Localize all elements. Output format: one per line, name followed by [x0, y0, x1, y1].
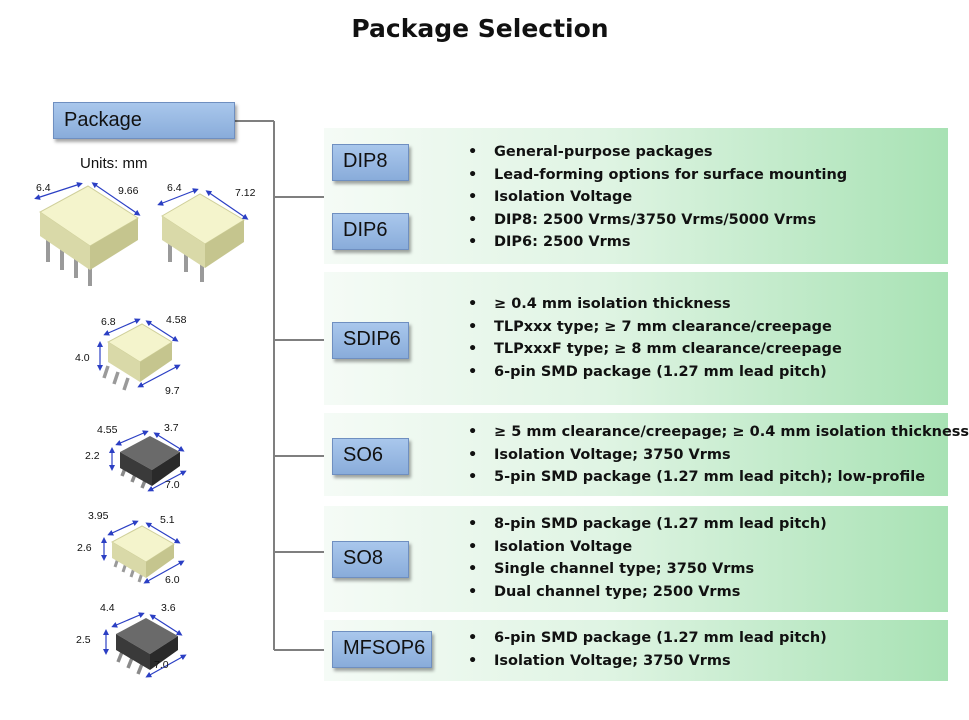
list-item: DIP6: 2500 Vrms — [468, 231, 847, 254]
dip6-dim-width: 6.4 — [167, 182, 182, 194]
list-item: 8-pin SMD package (1.27 mm lead pitch) — [468, 513, 827, 536]
mfsop6-dim-b: 3.6 — [161, 602, 176, 614]
list-item: General-purpose packages — [468, 141, 847, 164]
so8-dim-d: 6.0 — [165, 574, 180, 586]
list-item: TLPxxx type; ≥ 7 mm clearance/creepage — [468, 316, 842, 339]
list-item: ≥ 0.4 mm isolation thickness — [468, 293, 842, 316]
list-item: Isolation Voltage; 3750 Vrms — [468, 650, 827, 673]
so6-dim-d: 7.0 — [165, 479, 180, 491]
sdip6-box: SDIP6 — [332, 322, 409, 359]
dip8-chip-icon — [34, 182, 141, 286]
so8-chip-icon — [101, 520, 185, 584]
so8-dim-c: 2.6 — [77, 542, 92, 554]
so6-dim-a: 4.55 — [97, 424, 118, 436]
list-item: Single channel type; 3750 Vrms — [468, 558, 827, 581]
list-item: TLPxxxF type; ≥ 8 mm clearance/creepage — [468, 338, 842, 361]
sdip6-dim-b: 4.58 — [166, 314, 187, 326]
units-label: Units: mm — [80, 155, 148, 172]
dip8-dim-width: 6.4 — [36, 182, 51, 194]
sdip6-dim-c: 4.0 — [75, 352, 90, 364]
dip6-chip-icon — [157, 188, 249, 282]
mfsop6-box: MFSOP6 — [332, 631, 432, 668]
so6-box: SO6 — [332, 438, 409, 475]
package-root-box: Package — [53, 102, 235, 139]
list-item: Dual channel type; 2500 Vrms — [468, 581, 827, 604]
dip6-dim-length: 7.12 — [235, 187, 256, 199]
so8-dim-a: 3.95 — [88, 510, 109, 522]
mfsop6-dim-d: 7.0 — [154, 659, 169, 671]
package-illustrations: 6.4 9.66 6.4 7.12 6.8 4.58 4.0 9.7 — [34, 182, 256, 678]
dip8-box: DIP8 — [332, 144, 409, 181]
mfsop6-bullets: 6-pin SMD package (1.27 mm lead pitch) I… — [468, 627, 827, 672]
so6-dim-c: 2.2 — [85, 450, 100, 462]
mfsop6-chip-icon — [103, 612, 187, 678]
list-item: Isolation Voltage — [468, 536, 827, 559]
so6-bullets: ≥ 5 mm clearance/creepage; ≥ 0.4 mm isol… — [468, 421, 969, 489]
dip-bullets: General-purpose packages Lead-forming op… — [468, 141, 847, 254]
so6-dim-b: 3.7 — [164, 422, 179, 434]
list-item: 6-pin SMD package (1.27 mm lead pitch) — [468, 361, 842, 384]
sdip6-dim-d: 9.7 — [165, 385, 180, 397]
mfsop6-dim-a: 4.4 — [100, 602, 115, 614]
page-title: Package Selection — [351, 14, 609, 43]
dip6-box: DIP6 — [332, 213, 409, 250]
so8-dim-b: 5.1 — [160, 514, 175, 526]
list-item: Lead-forming options for surface mountin… — [468, 164, 847, 187]
dip8-dim-length: 9.66 — [118, 185, 139, 197]
list-item: Isolation Voltage — [468, 186, 847, 209]
sdip6-dim-a: 6.8 — [101, 316, 116, 328]
sdip6-chip-icon — [97, 318, 181, 391]
list-item: DIP8: 2500 Vrms/3750 Vrms/5000 Vrms — [468, 209, 847, 232]
list-item: 5-pin SMD package (1.27 mm lead pitch); … — [468, 466, 969, 489]
so8-box: SO8 — [332, 541, 409, 578]
list-item: Isolation Voltage; 3750 Vrms — [468, 444, 969, 467]
mfsop6-dim-c: 2.5 — [76, 634, 91, 646]
list-item: 6-pin SMD package (1.27 mm lead pitch) — [468, 627, 827, 650]
list-item: ≥ 5 mm clearance/creepage; ≥ 0.4 mm isol… — [468, 421, 969, 444]
so6-chip-icon — [109, 430, 187, 492]
so8-bullets: 8-pin SMD package (1.27 mm lead pitch) I… — [468, 513, 827, 603]
sdip6-bullets: ≥ 0.4 mm isolation thickness TLPxxx type… — [468, 293, 842, 383]
